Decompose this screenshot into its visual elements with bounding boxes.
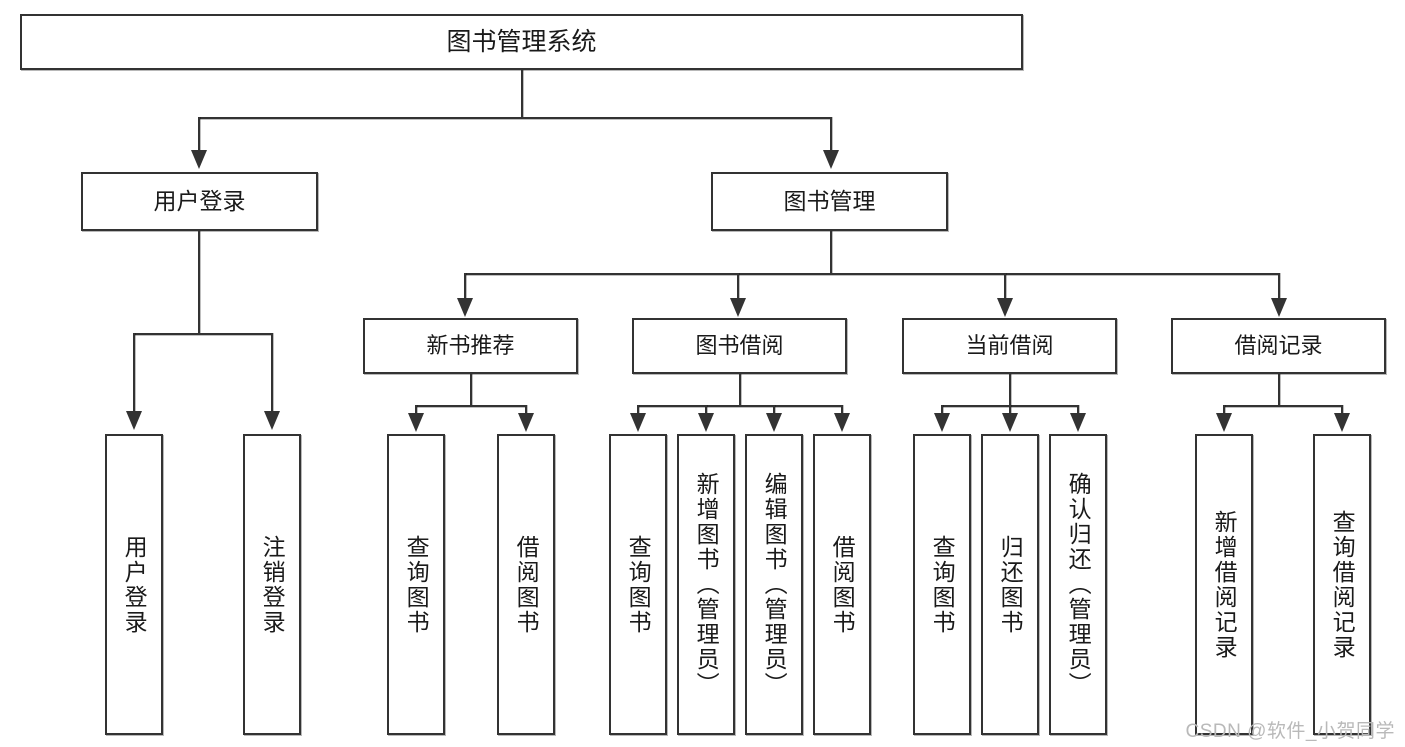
node-label: 用户登录 [121, 534, 148, 635]
node-label: 图书管理系统 [446, 27, 597, 56]
node-label: 查询图书 [929, 534, 956, 635]
connector-new-book-stem [470, 374, 472, 406]
arrow-current-borrow-leaf-3 [1070, 413, 1086, 432]
connector-drop-borrow-record-leaf-1 [1223, 405, 1225, 415]
leaf-book-borrow-borrow-book[interactable]: 借阅图书 [813, 434, 871, 735]
connector-current-borrow-stem [1009, 374, 1011, 406]
node-label: 借阅图书 [513, 534, 540, 635]
connector-drop-user-login-leaf-2 [271, 333, 273, 413]
arrow-book-borrow-leaf-3 [766, 413, 782, 432]
node-label: 查询图书 [625, 534, 652, 635]
node-label: 用户登录 [153, 188, 246, 215]
node-label: 新增图书（管理员） [693, 472, 720, 697]
connector-borrow-record-stem [1278, 374, 1280, 406]
connector-drop-book-borrow-leaf-2 [705, 405, 707, 415]
connector-drop-new-book [464, 273, 466, 300]
connector-book-borrow-bus [637, 405, 843, 407]
connector-root-stem [521, 70, 523, 118]
connector-user-login-stem [198, 231, 200, 334]
arrow-new-book-leaf-1 [408, 413, 424, 432]
arrow-book-manage [823, 150, 839, 169]
connector-drop-current-borrow [1004, 273, 1006, 300]
connector-drop-borrow-record [1278, 273, 1280, 300]
connector-level2-bus [198, 117, 832, 119]
connector-drop-user-login [198, 117, 200, 153]
arrow-book-borrow-leaf-1 [630, 413, 646, 432]
node-borrow-record[interactable]: 借阅记录 [1171, 318, 1386, 374]
arrow-user-login [191, 150, 207, 169]
arrow-current-borrow-leaf-2 [1002, 413, 1018, 432]
node-label: 图书管理 [783, 188, 876, 215]
node-user-login[interactable]: 用户登录 [81, 172, 318, 231]
leaf-borrow-record-query-record[interactable]: 查询借阅记录 [1313, 434, 1371, 735]
connector-book-manage-stem [830, 231, 832, 274]
arrow-new-book [457, 298, 473, 317]
node-label: 新书推荐 [426, 332, 515, 358]
connector-drop-user-login-leaf-1 [133, 333, 135, 413]
leaf-user-login-logout[interactable]: 注销登录 [243, 434, 301, 735]
node-label: 新增借阅记录 [1211, 509, 1238, 660]
arrow-current-borrow-leaf-1 [934, 413, 950, 432]
connector-drop-book-borrow-leaf-4 [841, 405, 843, 415]
connector-drop-new-book-leaf-1 [415, 405, 417, 415]
leaf-current-borrow-return-book[interactable]: 归还图书 [981, 434, 1039, 735]
arrow-user-login-leaf-2 [264, 411, 280, 430]
connector-drop-current-borrow-leaf-2 [1009, 405, 1011, 415]
connector-drop-book-borrow [737, 273, 739, 300]
connector-user-login-bus [133, 333, 273, 335]
connector-drop-current-borrow-leaf-1 [941, 405, 943, 415]
leaf-user-login-login[interactable]: 用户登录 [105, 434, 163, 735]
node-label: 当前借阅 [965, 332, 1054, 358]
connector-drop-new-book-leaf-2 [525, 405, 527, 415]
leaf-new-book-borrow-book[interactable]: 借阅图书 [497, 434, 555, 735]
node-current-borrow[interactable]: 当前借阅 [902, 318, 1117, 374]
node-new-book-recommend[interactable]: 新书推荐 [363, 318, 578, 374]
arrow-book-borrow [730, 298, 746, 317]
arrow-book-borrow-leaf-2 [698, 413, 714, 432]
leaf-current-borrow-query-book[interactable]: 查询图书 [913, 434, 971, 735]
arrow-borrow-record [1271, 298, 1287, 317]
arrow-user-login-leaf-1 [126, 411, 142, 430]
connector-borrow-record-bus [1223, 405, 1341, 407]
node-book-manage[interactable]: 图书管理 [711, 172, 948, 231]
arrow-borrow-record-leaf-2 [1334, 413, 1350, 432]
leaf-current-borrow-confirm-return[interactable]: 确认归还（管理员） [1049, 434, 1107, 735]
arrow-new-book-leaf-2 [518, 413, 534, 432]
arrow-book-borrow-leaf-4 [834, 413, 850, 432]
node-label: 归还图书 [997, 534, 1024, 635]
connector-drop-borrow-record-leaf-2 [1341, 405, 1343, 415]
leaf-borrow-record-add-record[interactable]: 新增借阅记录 [1195, 434, 1253, 735]
leaf-new-book-query-book[interactable]: 查询图书 [387, 434, 445, 735]
leaf-book-borrow-add-book[interactable]: 新增图书（管理员） [677, 434, 735, 735]
node-book-borrow[interactable]: 图书借阅 [632, 318, 847, 374]
leaf-book-borrow-edit-book[interactable]: 编辑图书（管理员） [745, 434, 803, 735]
connector-level3-bus [464, 273, 1280, 275]
connector-drop-current-borrow-leaf-3 [1077, 405, 1079, 415]
leaf-book-borrow-query-book[interactable]: 查询图书 [609, 434, 667, 735]
node-label: 查询图书 [403, 534, 430, 635]
connector-drop-book-manage [830, 117, 832, 153]
connector-new-book-bus [415, 405, 525, 407]
arrow-borrow-record-leaf-1 [1216, 413, 1232, 432]
node-label: 注销登录 [259, 534, 286, 635]
node-root-system[interactable]: 图书管理系统 [20, 14, 1023, 70]
node-label: 借阅记录 [1234, 332, 1323, 358]
connector-book-borrow-stem [739, 374, 741, 406]
connector-drop-book-borrow-leaf-1 [637, 405, 639, 415]
connector-drop-book-borrow-leaf-3 [773, 405, 775, 415]
node-label: 查询借阅记录 [1329, 509, 1356, 660]
arrow-current-borrow [997, 298, 1013, 317]
node-label: 编辑图书（管理员） [761, 472, 788, 697]
node-label: 图书借阅 [695, 332, 784, 358]
node-label: 借阅图书 [829, 534, 856, 635]
node-label: 确认归还（管理员） [1065, 472, 1092, 697]
